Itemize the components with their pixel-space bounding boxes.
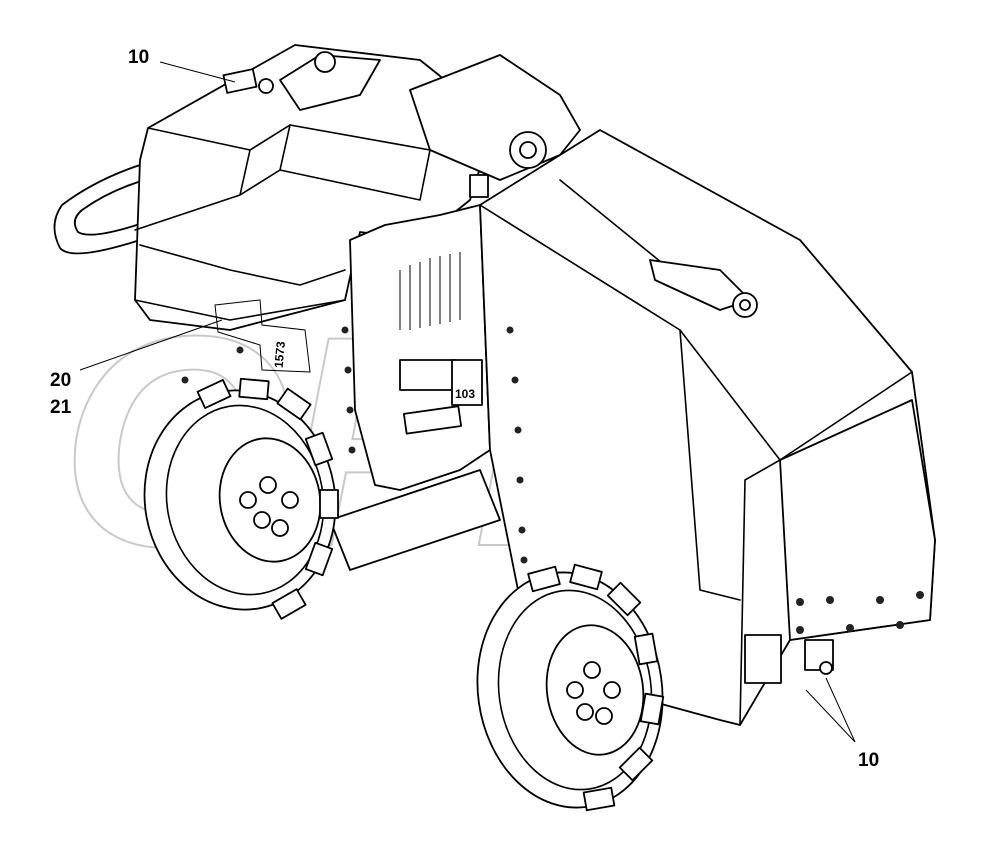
front-wheel-lugs — [527, 563, 665, 812]
rear-wheel — [143, 377, 339, 620]
leader-line-10-top — [159, 61, 236, 83]
leader-line-20 — [79, 319, 223, 371]
leader-line-10-bottom-a — [825, 677, 856, 743]
callout-20: 20 — [50, 370, 71, 391]
side-number-decal: 1573 — [272, 340, 288, 368]
callout-labels: 10 20 21 10 — [50, 47, 879, 771]
front-wheel — [476, 563, 665, 812]
callout-10-bottom: 10 — [858, 750, 879, 771]
handle-bar — [53, 164, 146, 255]
callout-10-top: 10 — [128, 47, 149, 68]
vent-grille — [399, 252, 461, 330]
callout-21: 21 — [50, 397, 72, 418]
rear-body: 1573 — [134, 44, 496, 373]
rear-wheel-lugs — [196, 377, 339, 620]
leader-line-10-bottom-b — [805, 689, 856, 743]
center-frame: 103 — [329, 54, 581, 571]
plate-number-decal: 103 — [455, 387, 475, 401]
leader-lines — [79, 61, 856, 743]
